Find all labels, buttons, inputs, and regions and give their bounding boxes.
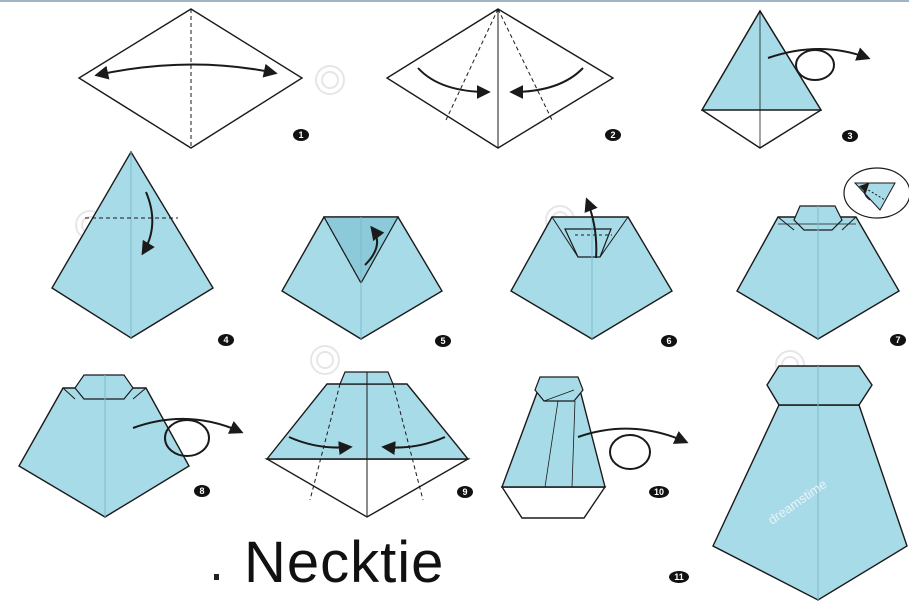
step-badge-7: 7	[890, 334, 906, 346]
step-badge-3: 3	[842, 130, 858, 142]
step-number: 5	[440, 336, 445, 346]
step-4-figure	[52, 152, 213, 338]
step-badge-2: 2	[605, 129, 621, 141]
step-2-figure	[387, 9, 613, 148]
step-badge-9: 9	[457, 486, 473, 498]
step-number: 2	[610, 130, 615, 140]
page-title: Necktie	[244, 528, 444, 598]
title-mark	[214, 574, 219, 580]
step-number: 1	[298, 130, 303, 140]
step-badge-4: 4	[218, 334, 234, 346]
step-number: 9	[462, 487, 467, 497]
step-1-figure	[79, 9, 302, 148]
step-9-figure	[267, 372, 468, 517]
step-badge-11: 11	[669, 571, 689, 583]
step-7-figure	[737, 168, 909, 339]
step-badge-1: 1	[293, 129, 309, 141]
step-number: 4	[223, 335, 228, 345]
step-3-figure	[702, 11, 868, 148]
step-number: 7	[895, 335, 900, 345]
step-number: 3	[847, 131, 852, 141]
step-badge-5: 5	[435, 335, 451, 347]
step-badge-6: 6	[661, 335, 677, 347]
step-number: 11	[674, 572, 684, 582]
step-number: 8	[199, 486, 204, 496]
step-8-figure	[19, 375, 241, 517]
step-number: 6	[666, 336, 671, 346]
step-badge-10: 10	[649, 486, 669, 498]
step-number: 10	[654, 487, 664, 497]
step-6-figure	[511, 200, 672, 339]
step-badge-8: 8	[194, 485, 210, 497]
step-5-figure	[282, 217, 442, 339]
